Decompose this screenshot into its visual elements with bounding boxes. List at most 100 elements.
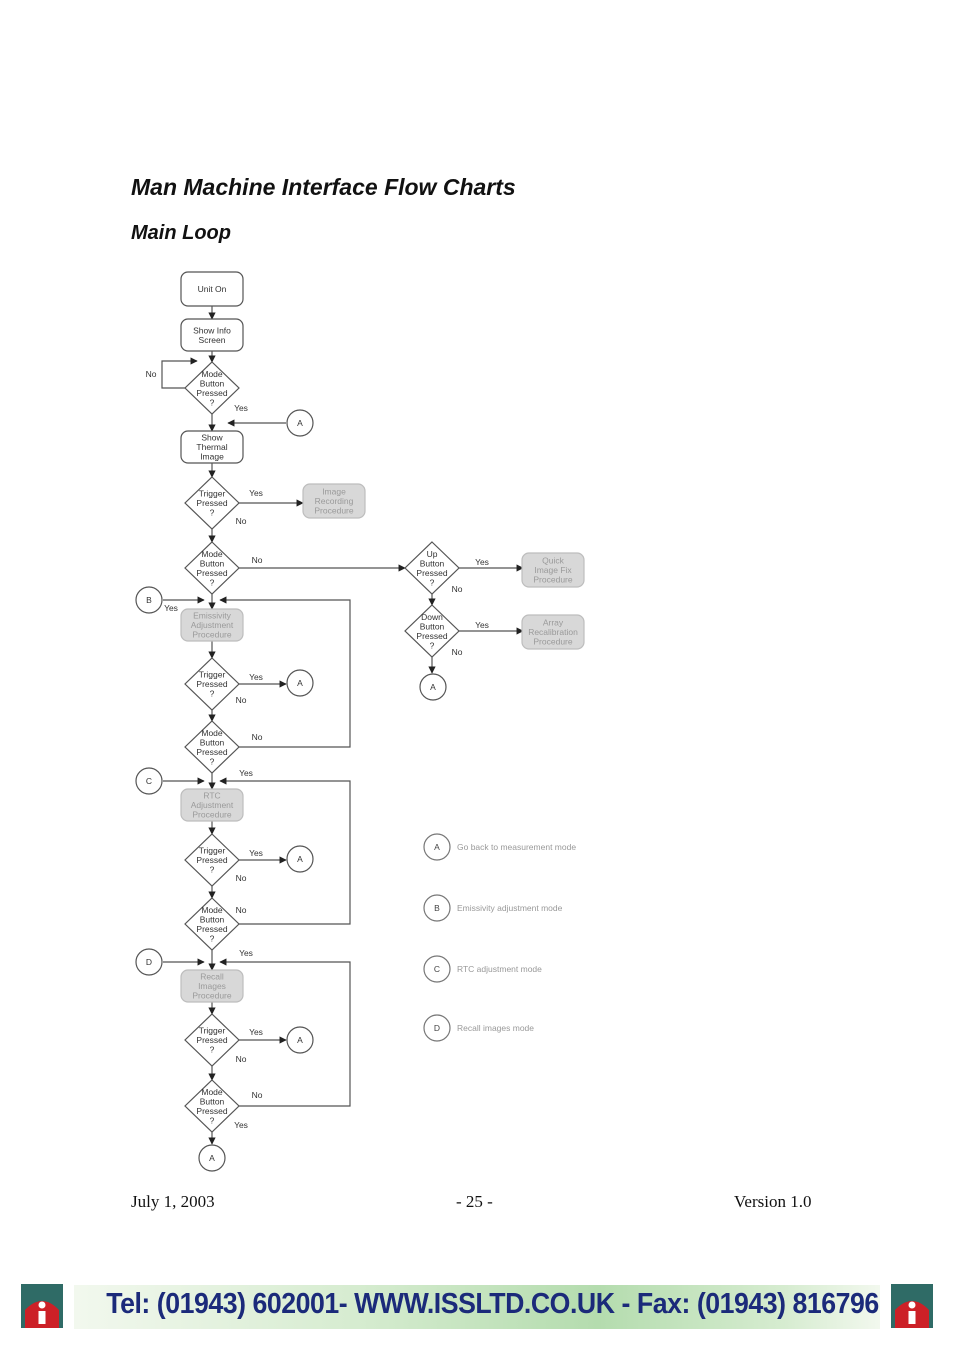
connector-circle: [286, 1026, 314, 1054]
footer-version: Version 1.0: [734, 1192, 812, 1211]
connector-circle: [419, 673, 447, 701]
legend-circle: [423, 1014, 451, 1042]
connector-c-d: D: [135, 948, 163, 976]
connector-circle: [286, 845, 314, 873]
connector-c-a-trig2: A: [286, 669, 314, 697]
legend-text: Go back to measurement mode: [457, 842, 576, 852]
subprocess-text-line-2: Adjustment: [191, 620, 234, 630]
subprocess-text-line-3: Procedure: [192, 630, 231, 640]
subprocess-text-line-1: Image: [322, 487, 346, 497]
decision-text-line-3: Pressed: [196, 1106, 227, 1116]
decision-text-line-2: Pressed: [196, 1035, 227, 1045]
edge-label-l-yes-mode3: Yes: [239, 768, 253, 778]
decision-text-line-1: Mode: [201, 728, 223, 738]
decision-text-line-1: Up: [427, 549, 438, 559]
decision-text-line-4: ?: [430, 640, 435, 650]
decision-diamond: [184, 361, 240, 415]
connector-c-a-right: A: [419, 673, 447, 701]
subprocess-text-line-2: Recording: [315, 496, 354, 506]
decision-text-line-2: Button: [200, 558, 225, 568]
node-unit-on: Unit On: [180, 271, 244, 307]
decision-diamond: [184, 476, 240, 530]
subprocess-text-line-3: Procedure: [533, 637, 572, 647]
decision-text-line-1: Mode: [201, 549, 223, 559]
decision-text-line-2: Pressed: [196, 855, 227, 865]
process-text-line-1: Unit On: [198, 284, 227, 294]
section-title: Main Loop: [131, 222, 231, 244]
subprocess-text-line-1: RTC: [203, 791, 220, 801]
connector-c-b: B: [135, 586, 163, 614]
flow-arrow-3: [161, 357, 198, 389]
process-box: [180, 318, 244, 352]
edge-label-l-yes-trig1: Yes: [249, 488, 263, 498]
decision-text-line-3: Pressed: [416, 568, 447, 578]
flow-arrow-25: [219, 777, 351, 925]
edge-label-l-yes-up: Yes: [475, 557, 489, 567]
decision-diamond: [184, 1013, 240, 1067]
subprocess-box: [302, 483, 366, 519]
subprocess-text-line-3: Procedure: [192, 810, 231, 820]
subprocess-text-line-3: Procedure: [314, 506, 353, 516]
decision-diamond: [184, 720, 240, 774]
edge-label-l-no-trig2: No: [236, 695, 247, 705]
process-text-line-2: Thermal: [196, 442, 227, 452]
edge-label-l-yes-trig2: Yes: [249, 672, 263, 682]
subprocess-box: [521, 552, 585, 588]
legend-letter: C: [434, 964, 440, 974]
legend-text: Recall images mode: [457, 1023, 534, 1033]
connector-circle: [135, 767, 163, 795]
decision-text-line-1: Mode: [201, 1087, 223, 1097]
decision-diamond: [404, 541, 460, 595]
edge-label-l-yes-trig3: Yes: [249, 848, 263, 858]
decision-text-line-1: Trigger: [199, 670, 226, 680]
decision-diamond: [184, 897, 240, 951]
decision-text-line-1: Trigger: [199, 489, 226, 499]
banner-contact-text: Tel: (01943) 602001- WWW.ISSLTD.CO.UK - …: [106, 1288, 879, 1320]
decision-text-line-2: Button: [200, 737, 225, 747]
decision-text-line-3: ?: [210, 1045, 215, 1055]
decision-text-line-2: Button: [420, 558, 445, 568]
edge-label-l-no-down: No: [452, 647, 463, 657]
decision-text-line-3: Pressed: [196, 388, 227, 398]
connector-letter: B: [146, 595, 152, 605]
decision-text-line-2: Pressed: [196, 679, 227, 689]
decision-text-line-3: ?: [210, 689, 215, 699]
decision-text-line-4: ?: [210, 397, 215, 407]
connector-c-a-bottom: A: [198, 1144, 226, 1172]
subprocess-box: [521, 614, 585, 650]
subprocess-text-line-1: Emissivity: [193, 611, 232, 621]
decision-diamond: [184, 541, 240, 595]
process-text-line-3: Image: [200, 452, 224, 462]
connector-c-c: C: [135, 767, 163, 795]
decision-text-line-3: Pressed: [196, 747, 227, 757]
footer-date: July 1, 2003: [131, 1192, 215, 1211]
edge-label-l-yes-trig4: Yes: [249, 1027, 263, 1037]
subprocess-text-line-1: Quick: [542, 556, 564, 566]
subprocess-text-line-2: Recalibration: [528, 627, 578, 637]
decision-text-line-4: ?: [210, 577, 215, 587]
connector-letter: A: [297, 418, 303, 428]
decision-diamond: [184, 1079, 240, 1133]
legend-circle: [423, 894, 451, 922]
decision-text-line-2: Button: [200, 914, 225, 924]
decision-text-line-4: ?: [210, 933, 215, 943]
process-text-line-2: Screen: [199, 335, 226, 345]
decision-text-line-2: Pressed: [196, 498, 227, 508]
decision-diamond: [404, 604, 460, 658]
connector-letter: A: [297, 1035, 303, 1045]
subprocess-box: [180, 969, 244, 1003]
process-box: [180, 430, 244, 464]
decision-text-line-2: Button: [200, 1096, 225, 1106]
